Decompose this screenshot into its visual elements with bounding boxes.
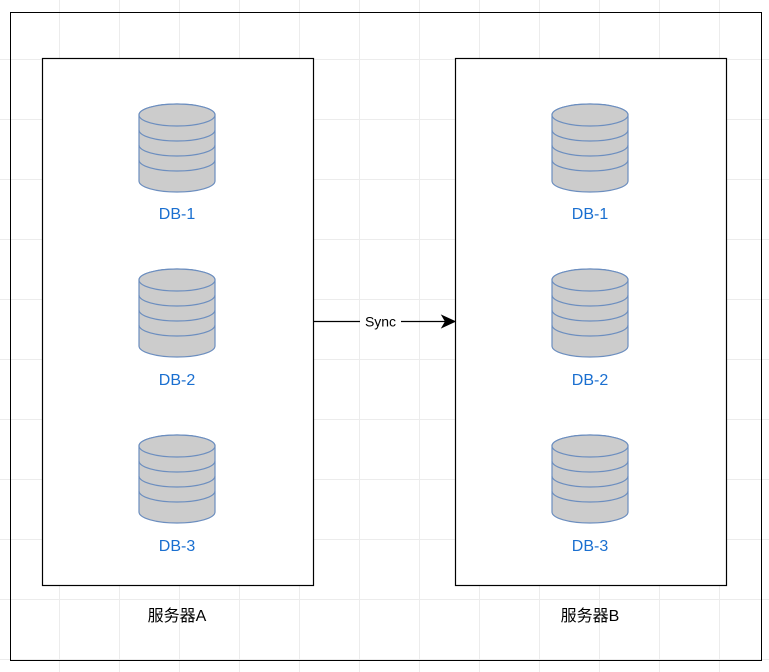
database-icon-top [138, 268, 216, 292]
server-b-db-3[interactable] [551, 434, 629, 524]
database-icon-band [138, 309, 216, 322]
server-a[interactable]: DB-1 DB-2 DB-3 [41, 57, 315, 587]
server-b-label: 服务器B [561, 607, 620, 625]
database-icon-band [551, 324, 629, 337]
database-icon-band [138, 475, 216, 488]
server-b-db-2[interactable] [551, 268, 629, 358]
database-icon-band [551, 144, 629, 157]
database-icon-band [551, 490, 629, 503]
server-a-label: 服务器A [148, 607, 207, 625]
server-b-db-1-label: DB-1 [572, 206, 609, 223]
server-a-db-1-label: DB-1 [159, 206, 196, 223]
server-b-db-2-label: DB-2 [572, 372, 609, 389]
database-icon-band [551, 460, 629, 473]
arrow-right-icon [440, 314, 457, 329]
database-icon-band [138, 159, 216, 172]
database-icon-band [551, 159, 629, 172]
database-icon-band [138, 490, 216, 503]
server-b-db-3-label: DB-3 [572, 538, 609, 555]
server-a-db-3[interactable] [138, 434, 216, 524]
database-icon-band [551, 129, 629, 142]
database-icon-top [138, 103, 216, 127]
outer-frame [10, 12, 762, 661]
database-icon-band [138, 144, 216, 157]
database-icon-top [551, 268, 629, 292]
server-a-db-2-label: DB-2 [159, 372, 196, 389]
database-icon-band [138, 129, 216, 142]
database-icon-top [138, 434, 216, 458]
database-icon-band [138, 460, 216, 473]
sync-label: Sync [365, 314, 396, 330]
server-a-db-3-label: DB-3 [159, 538, 196, 555]
database-icon-top [551, 434, 629, 458]
database-icon-top [551, 103, 629, 127]
database-icon-band [551, 309, 629, 322]
server-b-db-1[interactable] [551, 103, 629, 193]
database-icon-band [138, 294, 216, 307]
server-b[interactable]: DB-1 DB-2 DB-3 [454, 57, 728, 587]
server-a-db-1[interactable] [138, 103, 216, 193]
sync-connector[interactable]: Sync [314, 314, 457, 330]
database-icon-band [138, 324, 216, 337]
database-icon-band [551, 294, 629, 307]
database-icon-band [551, 475, 629, 488]
server-a-db-2[interactable] [138, 268, 216, 358]
